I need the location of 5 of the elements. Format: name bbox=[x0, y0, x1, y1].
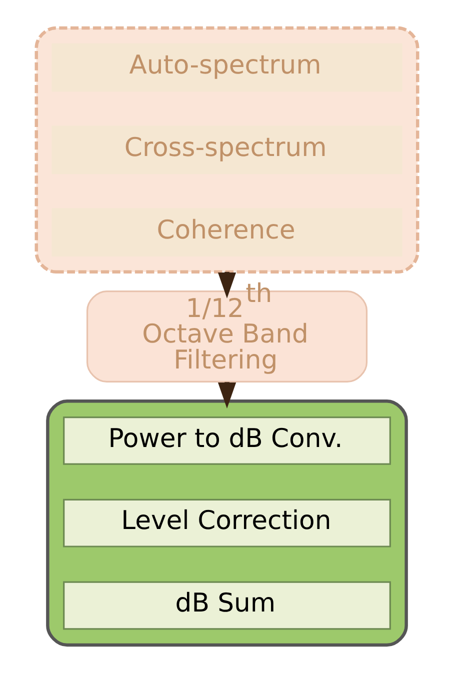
node-box: Power to dB Conv. bbox=[62, 416, 390, 465]
arrow bbox=[217, 382, 236, 408]
node-box: dB Sum bbox=[62, 581, 390, 630]
node-box: Level Correction bbox=[62, 498, 390, 548]
cluster bbox=[46, 400, 408, 647]
